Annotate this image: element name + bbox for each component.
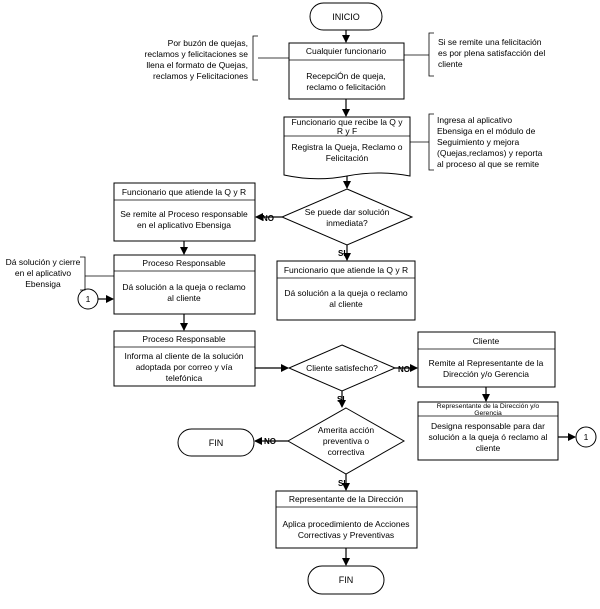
note-congratulation-1: Si se remite una felicitación	[438, 37, 542, 47]
note-mailbox-2: reclamos y felicitaciones se	[145, 49, 249, 59]
management-header-1: Representante de la Dirección y/o	[437, 403, 540, 410]
inform-client-box: Proceso Responsable Informa al cliente d…	[113, 330, 256, 387]
client-body-2: Dirección y/o Gerencia	[443, 369, 529, 379]
register-document: Funcionario que recibe la Q y R y F Regi…	[283, 116, 411, 180]
register-header-2: R y F	[337, 126, 357, 136]
decision-action-1: Amerita acción	[318, 425, 374, 435]
note-congratulation-3: cliente	[438, 59, 463, 69]
decision-immediate-2: inmediata?	[326, 218, 368, 228]
inform-client-body-2: adoptada por correo y vía	[136, 362, 233, 372]
start-label: INICIO	[332, 12, 360, 22]
note-ebensiga-1: Ingresa al aplicativo	[437, 115, 512, 125]
corrective-body-2: Correctivas y Preventivas	[298, 530, 394, 540]
note-closure-1: Dá solución y cierre	[6, 257, 81, 267]
label-no-1: NO	[262, 214, 274, 223]
note-congratulation-2: es por plena satisfacción del	[438, 48, 545, 58]
note-ebensiga-4: (Quejas,reclamos) y reporta	[437, 148, 543, 158]
connector-left-label: 1	[86, 294, 91, 304]
reception-body-2: reclamo o felicitación	[306, 82, 386, 92]
immediate-solution-body-2: al cliente	[329, 299, 363, 309]
label-si-3: SI	[338, 479, 346, 488]
inform-client-body-1: Informa al cliente de la solución	[124, 351, 243, 361]
management-body-3: cliente	[476, 443, 501, 453]
note-ebensiga: Ingresa al aplicativo Ebensiga en el mód…	[410, 113, 543, 171]
label-no-3: NO	[264, 437, 276, 446]
immediate-solution-header: Funcionario que atiende la Q y R	[284, 265, 408, 275]
management-header-2: Gerencia	[474, 410, 502, 417]
inform-client-body-3: telefónica	[166, 373, 203, 383]
client-body-1: Remite al Representante de la	[429, 358, 544, 368]
decision-action: Amerita acción preventiva o correctiva	[286, 407, 406, 475]
management-box: Representante de la Dirección y/o Gerenc…	[417, 401, 559, 461]
note-closure-2: en el aplicativo	[15, 268, 72, 278]
process-solution-body-1: Dá solución a la queja o reclamo	[122, 282, 246, 292]
note-ebensiga-3: Seguimiento y mejora	[437, 137, 519, 147]
end-terminal-left: FIN	[177, 428, 255, 457]
forward-body-1: Se remite al Proceso responsable	[120, 209, 248, 219]
note-closure-3: Ebensiga	[25, 279, 61, 289]
process-solution-header: Proceso Responsable	[142, 258, 225, 268]
reception-body-1: RecepciÓn de queja,	[306, 71, 385, 81]
end-left-label: FIN	[209, 438, 224, 448]
forward-header: Funcionario que atiende la Q y R	[122, 187, 246, 197]
note-ebensiga-5: al proceso al que se remite	[437, 159, 539, 169]
corrective-box: Representante de la Dirección Aplica pro…	[275, 490, 418, 549]
start-terminal: INICIO	[309, 2, 383, 31]
register-header-1: Funcionario que recibe la Q y	[291, 117, 403, 127]
decision-satisfied: Cliente satisfecho?	[287, 344, 397, 392]
process-solution-box: Proceso Responsable Dá solución a la que…	[113, 254, 256, 315]
inform-client-header: Proceso Responsable	[142, 334, 225, 344]
note-mailbox: Por buzón de quejas, reclamos y felicita…	[145, 35, 289, 81]
label-si-2: SI	[337, 395, 345, 404]
note-mailbox-1: Por buzón de quejas,	[168, 38, 248, 48]
forward-box: Funcionario que atiende la Q y R Se remi…	[113, 182, 256, 242]
note-congratulation: Si se remite una felicitación es por ple…	[404, 32, 545, 77]
reception-header: Cualquier funcionario	[306, 46, 387, 56]
immediate-solution-body-1: Dá solución a la queja o reclamo	[284, 288, 408, 298]
decision-action-2: preventiva o	[323, 436, 370, 446]
client-header: Cliente	[473, 336, 500, 346]
connector-right: 1	[575, 426, 597, 448]
client-box: Cliente Remite al Representante de la Di…	[417, 331, 556, 388]
decision-immediate-1: Se puede dar solución	[305, 207, 390, 217]
process-solution-body-2: al cliente	[167, 293, 201, 303]
label-si-1: SI	[338, 249, 346, 258]
register-body-2: Felicitación	[326, 153, 369, 163]
flow-arrows	[98, 30, 576, 566]
end-terminal-bottom: FIN	[307, 565, 385, 595]
management-body-1: Designa responsable para dar	[431, 421, 545, 431]
corrective-body-1: Aplica procedimiento de Acciones	[282, 519, 409, 529]
label-no-2: NO	[398, 365, 410, 374]
decision-satisfied-1: Cliente satisfecho?	[306, 363, 378, 373]
note-ebensiga-2: Ebensiga en el módulo de	[437, 126, 536, 136]
register-body-1: Registra la Queja, Reclamo o	[291, 142, 402, 152]
note-closure: Dá solución y cierre en el aplicativo Eb…	[6, 256, 114, 291]
decision-action-3: correctiva	[328, 447, 365, 457]
end-bottom-label: FIN	[339, 575, 354, 585]
note-mailbox-4: reclamos y Felicitaciones	[153, 71, 248, 81]
connector-left: 1	[77, 288, 99, 310]
forward-body-2: en el aplicativo Ebensiga	[137, 220, 231, 230]
corrective-header: Representante de la Dirección	[289, 494, 404, 504]
connector-right-label: 1	[584, 432, 589, 442]
decision-immediate: Se puede dar solución inmediata?	[280, 188, 414, 246]
management-body-2: solución a la queja ó reclamo al	[428, 432, 547, 442]
note-mailbox-3: llena el formato de Quejas,	[146, 60, 248, 70]
immediate-solution-box: Funcionario que atiende la Q y R Dá solu…	[276, 260, 416, 321]
reception-box: Cualquier funcionario RecepciÓn de queja…	[288, 42, 405, 100]
